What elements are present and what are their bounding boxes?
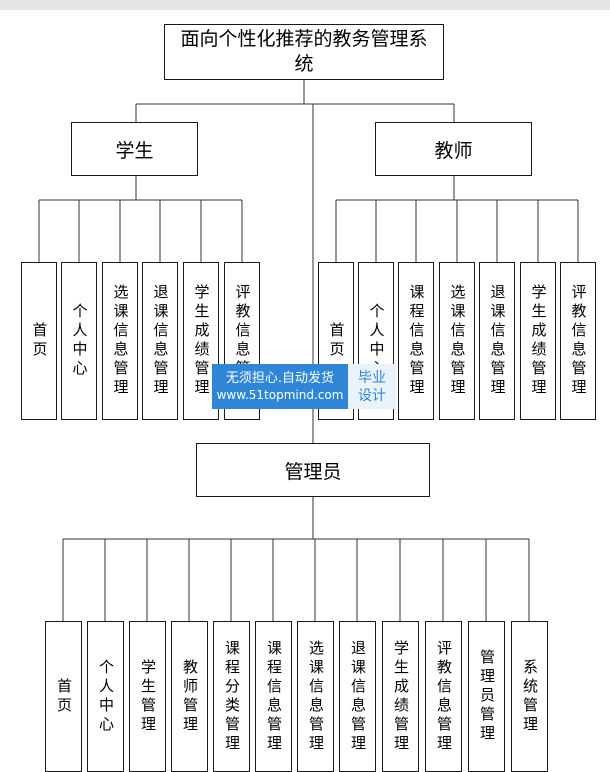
admin-node: 管理员 xyxy=(196,443,430,497)
watermark-tag-line1: 毕业 xyxy=(358,369,386,386)
admin-leaf-label: 退课信息管理 xyxy=(349,639,367,754)
admin-leaf-label: 个人中心 xyxy=(97,658,115,735)
admin-leaf-label: 评教信息管理 xyxy=(435,639,453,754)
teacher-leaf: 选课信息管理 xyxy=(439,262,475,420)
admin-leaf-label: 课程信息管理 xyxy=(265,639,283,754)
student-leaf-label: 退课信息管理 xyxy=(151,284,170,398)
teacher-leaf: 退课信息管理 xyxy=(479,262,515,420)
student-leaf: 首页 xyxy=(21,262,57,420)
student-leaf: 个人中心 xyxy=(61,262,97,420)
student-leaf-label: 学生成绩管理 xyxy=(192,284,211,398)
watermark-text-block: 无须担心.自动发货 www.51topmind.com xyxy=(212,364,348,409)
admin-leaf-label: 课程分类管理 xyxy=(223,639,241,754)
teacher-leaf-label: 退课信息管理 xyxy=(488,284,507,398)
admin-leaf-label: 学生成绩管理 xyxy=(392,639,410,754)
window-top-bar xyxy=(0,0,610,10)
admin-leaf-label: 系统管理 xyxy=(521,658,539,735)
teacher-node: 教师 xyxy=(375,122,532,176)
student-leaf: 退课信息管理 xyxy=(142,262,178,420)
watermark-badge: 无须担心.自动发货 www.51topmind.com 毕业 设计 xyxy=(212,364,396,409)
teacher-leaf-label: 评教信息管理 xyxy=(569,284,588,398)
admin-leaf-label: 管理员管理 xyxy=(478,649,496,744)
admin-leaf: 首页 xyxy=(45,621,82,772)
teacher-leaf: 课程信息管理 xyxy=(398,262,434,420)
admin-leaf: 课程信息管理 xyxy=(255,621,292,772)
admin-leaf-label: 首页 xyxy=(55,677,73,716)
admin-leaf: 评教信息管理 xyxy=(425,621,462,772)
root-node: 面向个性化推荐的教务管理系统 xyxy=(164,24,444,80)
admin-leaf: 课程分类管理 xyxy=(213,621,250,772)
teacher-leaf-label: 首页 xyxy=(327,322,346,360)
teacher-label: 教师 xyxy=(434,139,473,162)
teacher-leaf-label: 学生成绩管理 xyxy=(529,284,548,398)
admin-leaf: 系统管理 xyxy=(511,621,548,772)
admin-leaf: 教师管理 xyxy=(171,621,208,772)
root-title: 面向个性化推荐的教务管理系统 xyxy=(180,28,428,75)
watermark-tag: 毕业 设计 xyxy=(348,364,396,409)
student-leaf-label: 个人中心 xyxy=(70,303,89,379)
watermark-tag-line2: 设计 xyxy=(358,387,386,404)
admin-leaf: 退课信息管理 xyxy=(339,621,376,772)
student-leaf: 选课信息管理 xyxy=(102,262,138,420)
watermark-slogan: 无须担心.自动发货 xyxy=(225,371,335,386)
admin-leaf: 选课信息管理 xyxy=(297,621,334,772)
admin-leaf: 管理员管理 xyxy=(468,621,505,772)
teacher-leaf-label: 选课信息管理 xyxy=(448,284,467,398)
student-leaf-label: 选课信息管理 xyxy=(111,284,130,398)
admin-label: 管理员 xyxy=(284,460,342,483)
student-label: 学生 xyxy=(115,139,154,162)
teacher-leaf-label: 个人中心 xyxy=(367,303,386,379)
teacher-leaf-label: 课程信息管理 xyxy=(407,284,426,398)
admin-leaf: 学生成绩管理 xyxy=(382,621,419,772)
student-leaf-label: 首页 xyxy=(30,322,49,360)
admin-leaf-label: 教师管理 xyxy=(181,658,199,735)
teacher-leaf: 评教信息管理 xyxy=(560,262,596,420)
admin-leaf-label: 选课信息管理 xyxy=(307,639,325,754)
admin-leaf: 学生管理 xyxy=(129,621,166,772)
student-node: 学生 xyxy=(71,122,198,176)
watermark-url: www.51topmind.com xyxy=(216,388,344,402)
admin-leaf-label: 学生管理 xyxy=(139,658,157,735)
teacher-leaf: 学生成绩管理 xyxy=(520,262,556,420)
admin-leaf: 个人中心 xyxy=(87,621,124,772)
